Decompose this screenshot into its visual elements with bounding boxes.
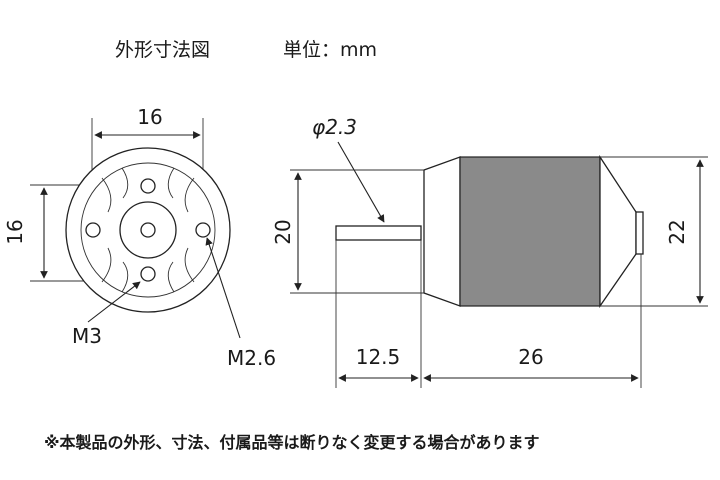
mount-hole-right xyxy=(195,222,211,238)
mount-hole-left xyxy=(85,222,101,238)
front-height-label: 16 xyxy=(3,219,27,244)
mount-hole-bottom xyxy=(140,266,156,282)
mount-hole-top xyxy=(140,178,156,194)
motor-shaft xyxy=(335,225,422,241)
drawing-title: 外形寸法図 xyxy=(115,39,210,61)
m26-label: M2.6 xyxy=(227,346,276,370)
center-shaft xyxy=(140,222,156,238)
motor-rear-bell xyxy=(599,154,637,309)
unit-label: 単位：mm xyxy=(283,39,377,61)
front-width-label: 16 xyxy=(137,105,162,129)
side-view: φ2.3 20 22 12.5 26 xyxy=(271,115,708,388)
shaft-diameter-label: φ2.3 xyxy=(312,115,357,139)
shaft-diameter-leader xyxy=(337,141,385,223)
motor-front-cap xyxy=(423,156,461,307)
m3-leader xyxy=(87,281,141,323)
motor-can xyxy=(459,156,601,307)
m3-label: M3 xyxy=(72,324,102,348)
body-length-label: 26 xyxy=(518,345,543,369)
front-view: 16 16 M3 M2.6 xyxy=(3,105,276,370)
body-inner-label: 20 xyxy=(271,219,295,244)
body-outer-label: 22 xyxy=(665,219,689,244)
footnote: ※本製品の外形、寸法、付属品等は断りなく変更する場合があります xyxy=(44,433,540,452)
shaft-length-label: 12.5 xyxy=(356,345,401,369)
motor-rear-bearing xyxy=(635,211,644,255)
front-inner-ring xyxy=(80,162,216,298)
m26-leader xyxy=(205,237,241,339)
